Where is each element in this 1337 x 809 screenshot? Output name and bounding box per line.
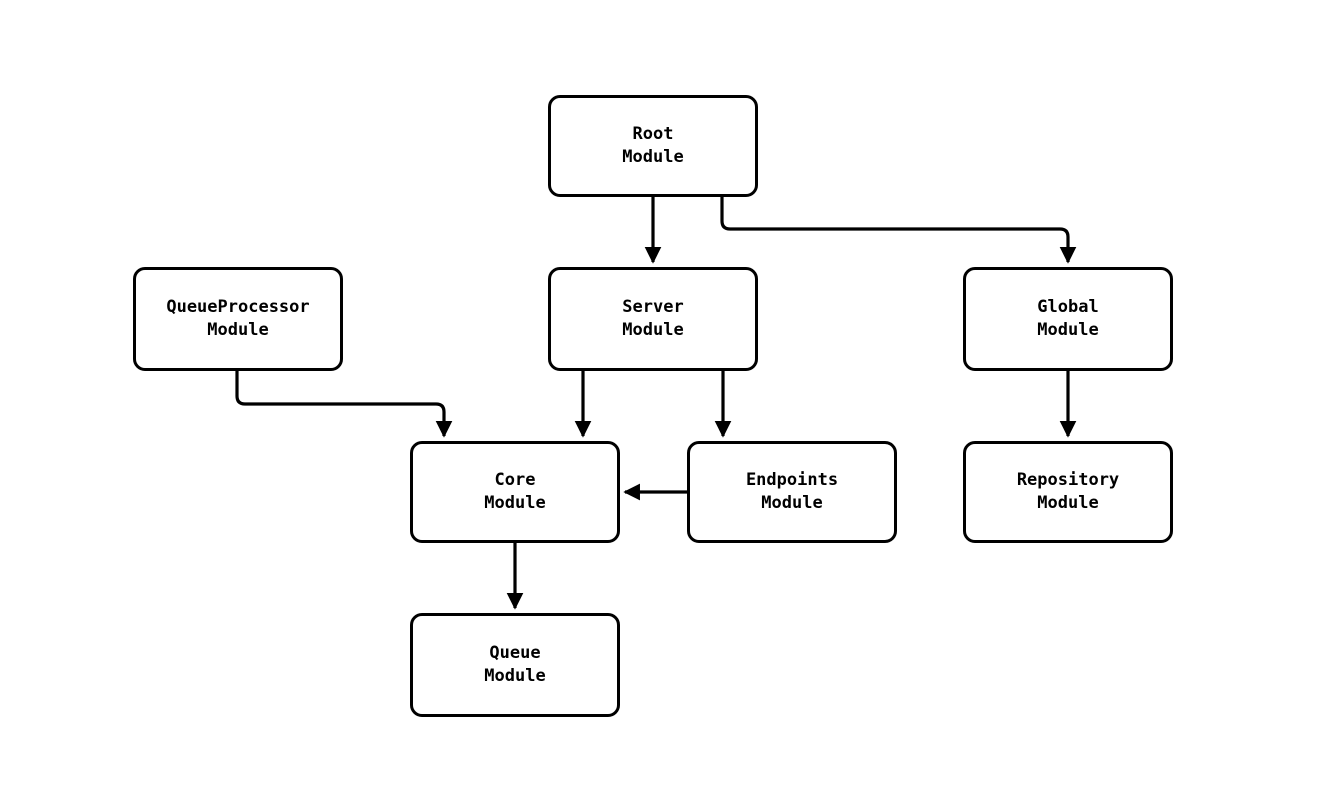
node-queue-module-line1: Queue — [489, 643, 541, 664]
edge-root-to-global — [720, 197, 1077, 264]
node-endpoints-module-line1: Endpoints — [745, 470, 839, 491]
node-repository-module-line2: Module — [1037, 493, 1099, 513]
node-root-module-line1: Root — [632, 124, 674, 145]
node-queueprocessor-module[interactable]: QueueProcessor Module — [133, 267, 343, 371]
node-server-module[interactable]: Server Module — [548, 267, 758, 371]
node-repository-module[interactable]: Repository Module — [963, 441, 1173, 543]
edge-queueprocessor-to-core — [235, 371, 453, 438]
node-server-module-line1: Server — [622, 297, 684, 318]
node-global-module-line2: Module — [1037, 320, 1099, 340]
node-server-module-line2: Module — [622, 320, 684, 340]
node-queueprocessor-module-line2: Module — [207, 320, 269, 340]
node-core-module[interactable]: Core Module — [410, 441, 620, 543]
node-queue-module-line2: Module — [484, 666, 546, 686]
node-queue-module[interactable]: Queue Module — [410, 613, 620, 717]
node-core-module-line2: Module — [484, 493, 546, 513]
node-queueprocessor-module-line1: QueueProcessor — [166, 297, 310, 318]
node-core-module-line1: Core — [494, 470, 536, 491]
node-root-module-line2: Module — [622, 147, 684, 167]
node-repository-module-line1: Repository — [1016, 470, 1120, 491]
node-endpoints-module-line2: Module — [761, 493, 823, 513]
node-global-module-line1: Global — [1037, 297, 1099, 318]
node-endpoints-module[interactable]: Endpoints Module — [687, 441, 897, 543]
node-global-module[interactable]: Global Module — [963, 267, 1173, 371]
node-root-module[interactable]: Root Module — [548, 95, 758, 197]
